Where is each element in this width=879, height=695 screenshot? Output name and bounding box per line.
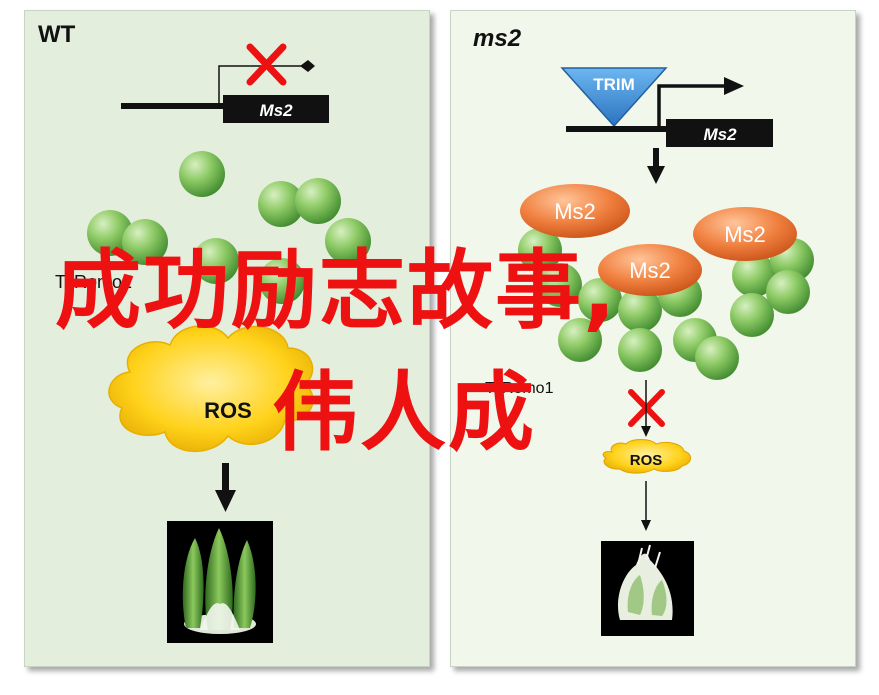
ms2-ros-cloud: ROS — [602, 439, 691, 474]
wt-gene-construct: Ms2 — [121, 43, 329, 123]
wt-ms2-gene-label: Ms2 — [259, 101, 293, 120]
wt-taromo1-cluster — [87, 151, 371, 304]
wt-anther-image — [167, 521, 273, 643]
ms2-protein-bubble-3: Ms2 — [598, 244, 702, 296]
arrow-down-icon — [215, 463, 236, 512]
svg-text:Ms2: Ms2 — [554, 199, 596, 224]
wt-ms2-gene-box — [223, 95, 329, 123]
arrow-head-diamond-icon — [300, 60, 315, 72]
wt-ros-label: ROS — [204, 398, 252, 423]
inhibit-cross-icon — [246, 43, 287, 86]
ms2-protein-bubble-1: Ms2 — [520, 184, 630, 238]
promoter-arrow-icon-ms2 — [657, 84, 728, 126]
ms2-anther-image — [601, 541, 694, 636]
ms2-taromo1-label: TaRomo1 — [485, 380, 554, 397]
wt-taromo1-label: TaRomo1 — [55, 272, 132, 292]
trim-label: TRIM — [593, 75, 635, 94]
promoter-arrow-icon — [218, 65, 303, 103]
arrow-down-icon-ms2-1 — [647, 148, 665, 184]
ms2-ros-label: ROS — [630, 452, 663, 469]
ms2-protein-bubble-2: Ms2 — [693, 207, 797, 261]
svg-text:Ms2: Ms2 — [724, 222, 766, 247]
ms2-gene-box — [666, 119, 773, 147]
trim-insertion-triangle — [560, 67, 668, 128]
wt-title: WT — [38, 21, 76, 48]
ms2-gene-label: Ms2 — [703, 125, 737, 144]
ms2-title: ms2 — [473, 25, 522, 52]
arrow-down-icon-ms2-2 — [641, 380, 651, 437]
svg-text:Ms2: Ms2 — [629, 258, 671, 283]
arrow-down-icon-ms2-3 — [641, 481, 651, 531]
ms2-gene-construct: TRIM Ms2 — [560, 67, 773, 147]
wt-ros-cloud: ROS — [108, 325, 314, 452]
ms2-taromo1-cluster — [518, 228, 814, 380]
